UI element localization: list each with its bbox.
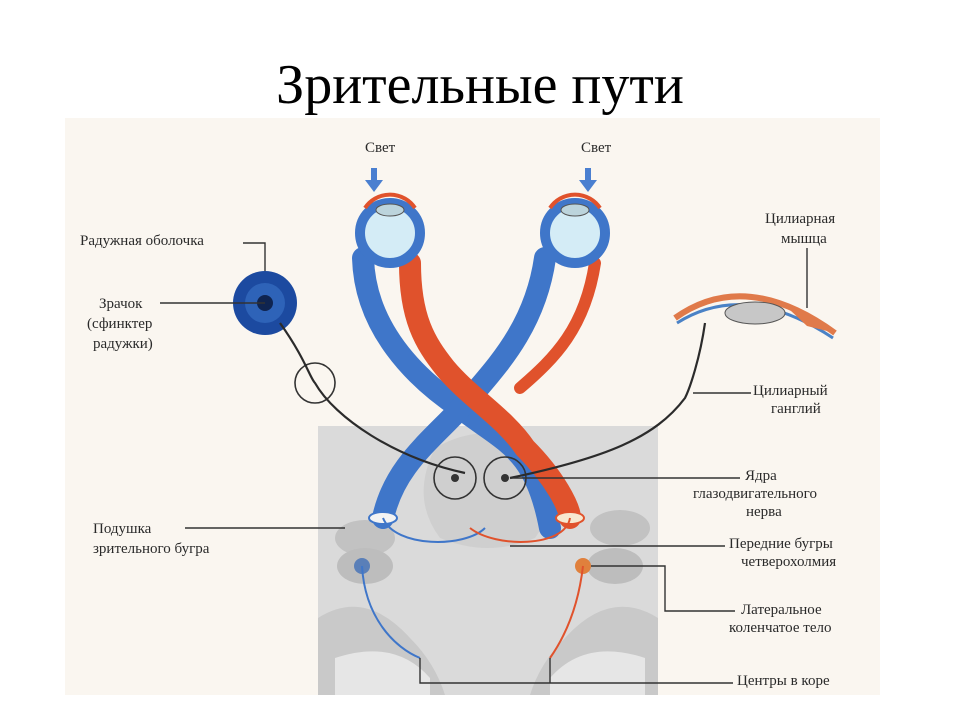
right-eyeball bbox=[540, 192, 610, 268]
cortex-label: Центры в коре bbox=[737, 673, 830, 689]
iris-label: Радужная оболочка bbox=[80, 233, 204, 249]
lgn-leader-line bbox=[591, 565, 735, 612]
ciliary-ganglion-label-1: Цилиарный bbox=[753, 383, 828, 399]
pulvinar-label-1: Подушка bbox=[93, 521, 152, 537]
right-optic-pathway bbox=[399, 252, 601, 529]
cortex-leader-line bbox=[419, 658, 733, 684]
nuclei-label-2: глазодвигательного bbox=[693, 486, 817, 502]
right-midbrain-fibers bbox=[469, 517, 571, 543]
pupil-label-2: (сфинктер bbox=[87, 316, 152, 332]
ciliary-nerve bbox=[509, 322, 707, 480]
nucleus-dot-left bbox=[451, 474, 459, 482]
iris-leader-line bbox=[243, 242, 266, 271]
ciliary-body-drawing bbox=[673, 293, 837, 340]
optic-radiation-left bbox=[361, 565, 421, 659]
ciliary-muscle-label-2: мышца bbox=[781, 231, 827, 247]
ciliary-ganglion-label-2: ганглий bbox=[771, 401, 821, 417]
light-arrow-right-icon bbox=[579, 168, 597, 192]
optic-radiation-right bbox=[549, 565, 584, 659]
nucleus-circle-left bbox=[433, 456, 477, 500]
lgn-label-1: Латеральное bbox=[741, 602, 822, 618]
ciliary-muscle-label-1: Цилиарная bbox=[765, 211, 835, 227]
sup-colliculi-label-2: четверохолмия bbox=[741, 554, 836, 570]
pupil-label-1: Зрачок bbox=[99, 296, 143, 312]
light-label-left: Свет bbox=[365, 140, 396, 156]
pretectal-circle bbox=[294, 362, 336, 404]
visual-pathways-diagram: Свет Свет Радужная оболочка Зрачок (сфин… bbox=[65, 118, 880, 695]
nuclei-label-3: нерва bbox=[746, 504, 782, 520]
light-arrow-left-icon bbox=[365, 168, 383, 192]
slide-title: Зрительные пути bbox=[276, 54, 684, 116]
light-label-right: Свет bbox=[581, 140, 612, 156]
left-eyeball bbox=[355, 192, 425, 268]
lgn-label-2: коленчатое тело bbox=[729, 620, 831, 636]
left-midbrain-fibers bbox=[382, 517, 486, 543]
sup-colliculi-label-1: Передние бугры bbox=[729, 536, 833, 552]
nucleus-dot-right bbox=[501, 474, 509, 482]
pupillary-efferent-nerve bbox=[279, 322, 466, 475]
pupil-label-3: радужки) bbox=[93, 336, 153, 352]
nuclei-label-1: Ядра bbox=[745, 468, 777, 484]
pulvinar-label-2: зрительного бугра bbox=[93, 541, 210, 557]
